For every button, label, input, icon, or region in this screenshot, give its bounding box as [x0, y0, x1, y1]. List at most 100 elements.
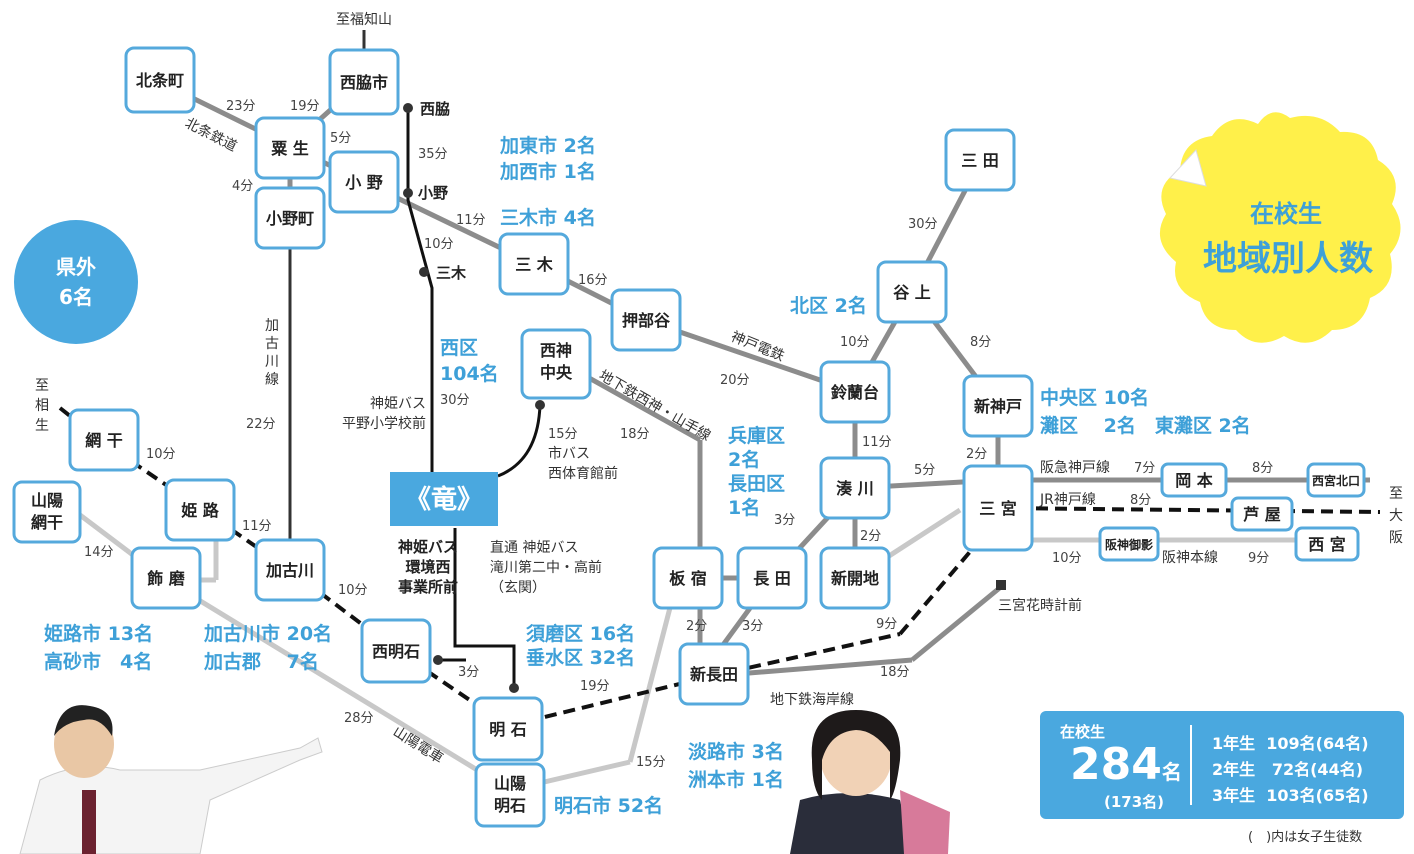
svg-text:2分: 2分	[860, 529, 881, 544]
stop-dot-miki	[419, 267, 429, 277]
line-hankyu: 阪急神戸線	[1040, 460, 1110, 476]
svg-text:神姫バス: 神姫バス	[398, 538, 458, 556]
svg-text:9分: 9分	[876, 617, 897, 632]
station-ono: 小 野	[328, 150, 400, 214]
student-girl-figure	[790, 710, 950, 854]
svg-text:104名: 104名	[440, 362, 499, 385]
station-shin-nagata: 新長田	[678, 642, 750, 706]
svg-text:35分: 35分	[418, 147, 448, 162]
svg-text:5分: 5分	[330, 131, 351, 146]
svg-text:淡路市 3名: 淡路市 3名	[688, 740, 784, 763]
station-nishiwakishi: 西脇市	[328, 48, 400, 116]
svg-text:11分: 11分	[862, 435, 892, 450]
svg-text:押部谷: 押部谷	[622, 311, 671, 330]
svg-text:7分: 7分	[1134, 461, 1155, 476]
svg-text:10分: 10分	[338, 583, 368, 598]
station-oshibedani: 押部谷	[610, 288, 682, 352]
line-jr-kobe: JR神戸線	[1039, 492, 1096, 508]
grade-row: 2年生 72名(44名)	[1212, 760, 1364, 779]
line-hojo: 北条鉄道	[182, 114, 240, 155]
station-shikama: 飾 磨	[130, 546, 202, 610]
svg-text:11分: 11分	[242, 519, 272, 534]
line-seishin-yamate: 地下鉄西神・山手線	[596, 368, 713, 445]
svg-text:地域別人数: 地域別人数	[1203, 239, 1373, 279]
svg-text:粟 生: 粟 生	[270, 139, 309, 158]
grade-row: 1年生 109名(64名)	[1212, 734, 1369, 753]
svg-text:加: 加	[265, 318, 279, 334]
summary-box: 在校生 284名 (173名) 1年生 109名(64名) 2年生 72名(44…	[1040, 711, 1404, 819]
stop-sannomiya-hanadokei: 三宮花時計前	[998, 597, 1082, 614]
svg-text:山陽: 山陽	[494, 774, 526, 793]
svg-text:15分: 15分	[548, 427, 578, 442]
svg-text:明石: 明石	[494, 796, 526, 815]
svg-text:2名: 2名	[728, 448, 760, 471]
svg-text:岡 本: 岡 本	[1175, 471, 1213, 490]
svg-text:古: 古	[265, 336, 279, 352]
stop-miki: 三木	[436, 264, 467, 282]
station-himeji: 姫 路	[164, 478, 236, 542]
svg-text:長 田: 長 田	[753, 569, 791, 588]
count-akashi: 明石市 52名	[554, 794, 663, 817]
svg-text:線: 線	[265, 372, 279, 388]
svg-text:神姫バス: 神姫バス	[370, 396, 426, 412]
station-itayado: 板 宿	[652, 546, 724, 610]
svg-text:10分: 10分	[1052, 551, 1082, 566]
station-ao: 粟 生	[254, 116, 326, 180]
svg-text:網干: 網干	[31, 513, 63, 532]
svg-text:23分: 23分	[226, 99, 256, 114]
svg-text:10分: 10分	[424, 237, 454, 252]
svg-text:滝川第二中・高前: 滝川第二中・高前	[490, 559, 602, 576]
svg-text:直通 神姫バス: 直通 神姫バス	[490, 539, 578, 556]
svg-text:鈴蘭台: 鈴蘭台	[831, 383, 879, 402]
svg-text:平野小学校前: 平野小学校前	[342, 415, 426, 432]
svg-text:市バス: 市バス	[548, 445, 590, 462]
svg-text:8分: 8分	[1130, 493, 1151, 508]
svg-text:新神戸: 新神戸	[974, 397, 1022, 416]
svg-text:姫 路: 姫 路	[181, 501, 220, 520]
svg-text:2分: 2分	[966, 447, 987, 462]
station-suzurandai: 鈴蘭台	[819, 360, 891, 424]
svg-text:5分: 5分	[914, 463, 935, 478]
svg-text:16分: 16分	[578, 273, 608, 288]
svg-text:西 宮: 西 宮	[1308, 535, 1346, 554]
svg-text:明 石: 明 石	[489, 720, 527, 739]
station-nishinomiya: 西 宮	[1294, 526, 1360, 562]
outside-prefecture: 県外 6名	[14, 220, 138, 344]
svg-text:川: 川	[265, 354, 279, 370]
svg-text:中央区 10名: 中央区 10名	[1040, 386, 1149, 409]
svg-text:西体育館前: 西体育館前	[548, 465, 618, 482]
station-onomachi: 小野町	[254, 186, 326, 250]
svg-text:（玄関）: （玄関）	[490, 579, 546, 596]
direction-fukuchiyama: 至福知山	[336, 11, 392, 28]
school-logo: 《竜》	[405, 484, 483, 515]
svg-text:兵庫区: 兵庫区	[728, 424, 785, 447]
svg-text:9分: 9分	[1248, 551, 1269, 566]
svg-text:22分: 22分	[246, 417, 276, 432]
svg-text:板 宿: 板 宿	[669, 569, 707, 588]
svg-text:長田区: 長田区	[728, 473, 785, 495]
svg-text:18分: 18分	[880, 665, 910, 680]
svg-text:11分: 11分	[456, 213, 486, 228]
svg-text:6名: 6名	[59, 285, 93, 309]
svg-text:加西市 1名: 加西市 1名	[499, 160, 596, 183]
svg-text:3分: 3分	[742, 619, 763, 634]
svg-text:網 干: 網 干	[85, 431, 123, 450]
summary-divider	[1190, 725, 1192, 805]
svg-text:10分: 10分	[146, 447, 176, 462]
svg-text:1名: 1名	[728, 496, 760, 519]
svg-text:8分: 8分	[970, 335, 991, 350]
grade-row: 3年生 103名(65名)	[1212, 786, 1369, 805]
stop-dot-nishiwaki	[403, 103, 413, 113]
svg-text:阪神御影: 阪神御影	[1105, 537, 1153, 552]
summary-female: (173名)	[1104, 793, 1165, 811]
svg-text:4分: 4分	[232, 179, 253, 194]
